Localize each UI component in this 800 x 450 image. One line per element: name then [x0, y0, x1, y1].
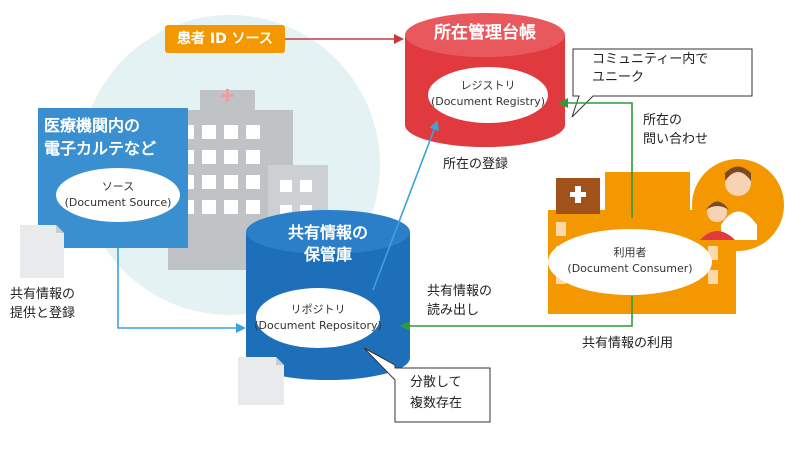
consumer-name-en: (Document Consumer): [567, 262, 693, 275]
source-ellipse-label: ソース (Document Source): [58, 179, 178, 211]
registry-ellipse-label: レジストリ (Document Registry): [428, 78, 548, 110]
location-query-label-line1: 所在の: [643, 113, 683, 128]
source-title-line1: 医療機関内の: [44, 116, 141, 135]
register-location-arrow: [372, 120, 439, 291]
patient-id-source-label: 患者 ID ソース: [177, 31, 273, 47]
document-icon: [238, 357, 284, 405]
registry-callout: [571, 48, 753, 118]
registry-callout-line1: コミュニティー内で: [592, 52, 709, 67]
repository-name-ja: リポジトリ: [290, 303, 346, 316]
registry-title: 所在管理台帳: [434, 23, 536, 43]
repository-name-en: (Document Repository): [254, 319, 382, 332]
patient-id-source-box: [165, 25, 285, 53]
registry-name-en: (Document Registry): [430, 95, 546, 108]
consumer-building-icon: [548, 172, 736, 314]
location-query-arrow: [558, 98, 633, 218]
patient-doctor-avatar-icon: [692, 159, 784, 251]
read-out-arrow: [400, 296, 633, 331]
read-out-label-line1: 共有情報の: [427, 284, 493, 299]
source-name-en: (Document Source): [64, 196, 172, 209]
use-label: 共有情報の利用: [582, 336, 674, 351]
provide-register-arrow: [117, 248, 246, 333]
location-registration-label: 所在の登録: [443, 157, 509, 172]
repository-title-line1: 共有情報の: [287, 223, 368, 242]
source-name-ja: ソース: [101, 180, 135, 193]
repository-callout-line2: 複数存在: [410, 396, 463, 411]
source-card: [38, 108, 188, 248]
registry-callout-line2: ユニーク: [592, 70, 645, 85]
read-out-label-line2: 読み出し: [427, 303, 480, 318]
repository-cylinder: [246, 210, 410, 380]
source-title-line2: 電子カルテなど: [44, 139, 157, 158]
provide-register-label-line1: 共有情報の: [10, 287, 76, 302]
consumer-name-ja: 利用者: [613, 246, 647, 259]
document-icon: [20, 225, 64, 278]
location-query-label-line2: 問い合わせ: [643, 132, 709, 147]
repository-callout-line1: 分散して: [410, 375, 462, 390]
consumer-ellipse-label: 利用者 (Document Consumer): [552, 245, 708, 277]
repository-callout: [363, 347, 491, 423]
registry-cylinder: [405, 13, 565, 147]
repository-title-line2: 保管庫: [303, 245, 352, 264]
repository-ellipse-label: リポジトリ (Document Repository): [251, 302, 385, 334]
registry-name-ja: レジストリ: [460, 79, 516, 92]
provide-register-label-line2: 提供と登録: [10, 306, 76, 321]
